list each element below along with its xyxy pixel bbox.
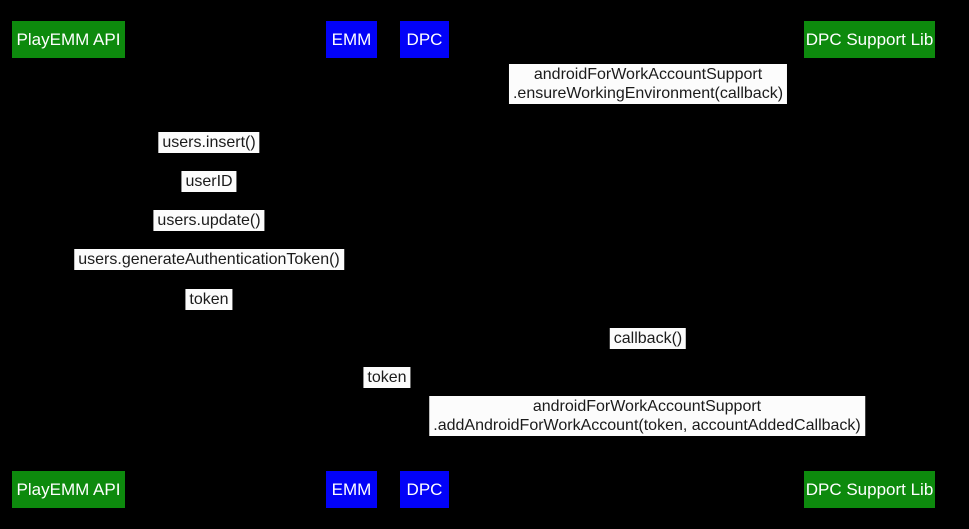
message-line: userID <box>185 173 233 190</box>
actor-dpc-support-lib-bottom: DPC Support Lib <box>804 471 935 508</box>
actor-label: EMM <box>331 479 372 499</box>
actor-label: DPC Support Lib <box>805 479 934 499</box>
actor-label: DPC <box>406 479 443 499</box>
message-ensure-working-environment: androidForWorkAccountSupport .ensureWork… <box>508 64 788 104</box>
message-token-to-dpc: token <box>363 367 411 388</box>
message-users-update: users.update() <box>153 210 265 231</box>
actor-dpc-top: DPC <box>400 21 449 58</box>
message-line: users.update() <box>157 212 261 229</box>
actor-playemm-api-bottom: PlayEMM API <box>12 471 125 508</box>
message-line: token <box>367 369 407 386</box>
actor-label: DPC Support Lib <box>805 29 934 49</box>
message-user-id: userID <box>181 171 237 192</box>
message-line: users.insert() <box>162 134 256 151</box>
actor-label: DPC <box>406 29 443 49</box>
message-line: token <box>189 291 229 308</box>
message-add-android-for-work-account: androidForWorkAccountSupport .addAndroid… <box>429 396 865 436</box>
actor-label: EMM <box>331 29 372 49</box>
message-line: androidForWorkAccountSupport <box>533 66 763 83</box>
message-callback: callback() <box>609 328 687 349</box>
actor-emm-bottom: EMM <box>326 471 377 508</box>
message-line: androidForWorkAccountSupport <box>532 398 762 415</box>
actor-label: PlayEMM API <box>16 29 121 49</box>
message-users-insert: users.insert() <box>158 132 260 153</box>
message-token-to-emm: token <box>185 289 233 310</box>
message-line: users.generateAuthenticationToken() <box>78 251 340 268</box>
message-line: callback() <box>613 330 683 347</box>
actor-dpc-support-lib-top: DPC Support Lib <box>804 21 935 58</box>
message-users-generate-authentication-token: users.generateAuthenticationToken() <box>74 249 344 270</box>
actor-playemm-api-top: PlayEMM API <box>12 21 125 58</box>
actor-dpc-bottom: DPC <box>400 471 449 508</box>
actor-label: PlayEMM API <box>16 479 121 499</box>
message-line: .addAndroidForWorkAccount(token, account… <box>433 417 861 434</box>
message-line: .ensureWorkingEnvironment(callback) <box>512 85 784 102</box>
actor-emm-top: EMM <box>326 21 377 58</box>
